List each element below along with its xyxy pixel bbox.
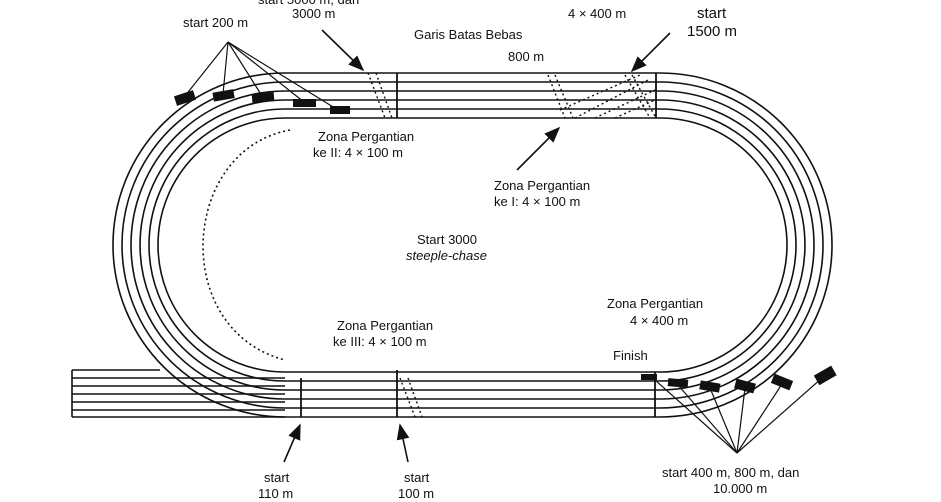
zona-3-label-line2: ke III: 4 × 100 m	[333, 334, 427, 349]
start-400-pointer-lines	[654, 377, 823, 454]
track-lane-line	[148, 108, 797, 382]
start-200-label: start 200 m	[183, 15, 249, 30]
relay-800-label: 800 m	[508, 49, 545, 64]
start-block-200	[251, 92, 275, 103]
zona-3-label-line1: Zona Pergantian	[337, 318, 434, 333]
start-400-label-line2: 10.000 m	[713, 481, 768, 496]
arrow-zona-1	[516, 126, 561, 171]
start-block-200	[330, 106, 350, 114]
track-lane-line	[121, 81, 824, 409]
start-200-pointer-lines	[184, 41, 339, 111]
start-400-label-line1: start 400 m, 800 m, dan	[662, 465, 800, 480]
start-5000-label: start 5000 m, dan	[258, 0, 359, 8]
start-3000-label: 3000 m	[292, 6, 336, 21]
relay-4x400-top-label: 4 × 400 m	[568, 6, 627, 21]
start-110-label-line1: start	[264, 470, 290, 485]
start-block-400	[667, 378, 689, 388]
zona-1-label-line2: ke I: 4 × 100 m	[494, 194, 581, 209]
start-1500-label-line1: start	[697, 5, 727, 22]
zona-2-label-line1: Zona Pergantian	[318, 129, 415, 144]
start-1500-label-line2: 1500 m	[687, 23, 738, 40]
finish-label: Finish	[613, 348, 648, 363]
start-block-200	[173, 90, 197, 106]
free-boundary-label: Garis Batas Bebas	[414, 27, 523, 42]
start-100-dotted-marks	[399, 377, 423, 418]
arrow-start-5000	[321, 29, 365, 72]
start-3000-steeplechase-label: Start 3000	[417, 232, 477, 247]
straight-extension	[71, 369, 285, 418]
start-5000-dotted-marks	[367, 72, 393, 119]
track-lane-line	[139, 99, 806, 391]
start-block-400	[641, 374, 657, 380]
arrow-start-1500	[630, 32, 671, 73]
track-lane-line	[112, 72, 833, 418]
start-100-label-line2: 100 m	[398, 486, 435, 501]
start-block-200	[293, 99, 316, 107]
steeplechase-dotted-line	[202, 129, 291, 361]
steeplechase-label: steeple-chase	[406, 248, 487, 263]
track-lane-line	[157, 117, 788, 373]
arrow-start-110	[283, 423, 301, 463]
zona-2-label-line2: ke II: 4 × 100 m	[313, 145, 403, 160]
zona-400-label-line1: Zona Pergantian	[607, 296, 704, 311]
start-block-400	[770, 373, 794, 391]
start-block-200	[212, 89, 235, 102]
start-block-400	[734, 378, 756, 394]
start-block-400	[699, 380, 721, 393]
zona-1-label-line1: Zona Pergantian	[494, 178, 591, 193]
start-110-label-line2: 110 m	[258, 486, 294, 501]
zona-400-label-line2: 4 × 400 m	[630, 313, 689, 328]
arrow-start-100	[396, 423, 410, 463]
track-lane-line	[130, 90, 815, 400]
relay-800-dotted-marks	[547, 74, 657, 119]
start-100-label-line1: start	[404, 470, 430, 485]
